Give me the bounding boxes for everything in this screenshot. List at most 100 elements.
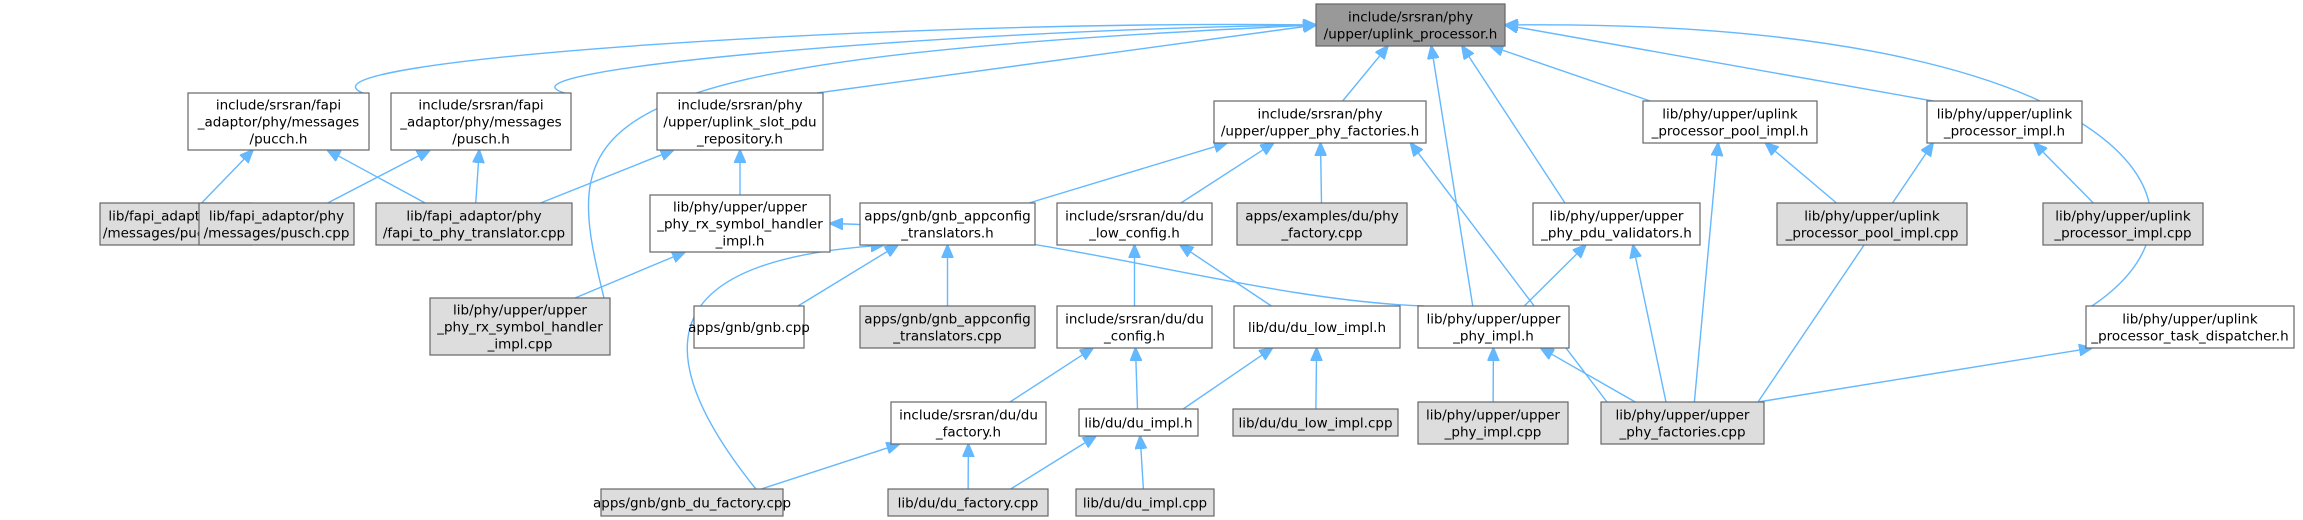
node-label-line: include/srsran/phy — [1348, 9, 1473, 25]
node-box[interactable] — [1926, 100, 2083, 144]
edge-upper_phy_factories_cpp-to-task_dispatcher_h — [1757, 350, 2079, 403]
edge-fapi_pusch_h-to-root — [554, 25, 1303, 94]
node-fapi_pusch_h[interactable]: include/srsran/fapi_adaptor/phy/messages… — [390, 92, 572, 151]
node-label-line: /upper/uplink_slot_pdu — [663, 114, 816, 130]
node-slot_pdu_repo_h[interactable]: include/srsran/phy/upper/uplink_slot_pdu… — [656, 92, 824, 151]
node-upper_phy_impl_cpp[interactable]: lib/phy/upper/upper_phy_impl.cpp — [1417, 401, 1569, 445]
node-du_impl_h[interactable]: lib/du/du_impl.h — [1078, 408, 1199, 437]
node-gnb_translators_cpp[interactable]: apps/gnb/gnb_appconfig_translators.cpp — [859, 305, 1036, 349]
node-label-line: lib/phy/upper/upper — [1616, 407, 1750, 423]
node-box[interactable] — [1642, 100, 1818, 144]
node-box[interactable] — [1232, 408, 1399, 437]
edge-upper_phy_factories_cpp-to-upper_phy_impl_h — [1552, 354, 1636, 403]
node-upper_phy_impl_h[interactable]: lib/phy/upper/upper_phy_impl.h — [1417, 305, 1570, 349]
node-label-line: _phy_factories.cpp — [1618, 424, 1745, 440]
node-fapi_pucch_h[interactable]: include/srsran/fapi_adaptor/phy/messages… — [187, 92, 370, 151]
node-box[interactable] — [1213, 100, 1427, 144]
node-root[interactable]: include/srsran/phy/upper/uplink_processo… — [1315, 3, 1506, 47]
edge-gnb_du_factory_cpp-to-du_factory_h — [760, 448, 887, 490]
edge-gnb_du_factory_cpp-to-gnb_translators_h — [686, 246, 870, 490]
node-label-line: /pucch.h — [250, 131, 308, 147]
node-label-line: _processor_pool_impl.h — [1651, 123, 1809, 139]
node-fapi_translator_cpp[interactable]: lib/fapi_adaptor/phy/fapi_to_phy_transla… — [375, 202, 573, 246]
node-label-line: _factory.cpp — [1280, 225, 1362, 241]
node-label-line: /messages/pusch.cpp — [204, 225, 350, 241]
node-box[interactable] — [1600, 401, 1765, 445]
node-box[interactable] — [649, 194, 831, 253]
node-rx_handler_h[interactable]: lib/phy/upper/upper_phy_rx_symbol_handle… — [649, 194, 831, 253]
node-gnb_translators_h[interactable]: apps/gnb/gnb_appconfig_translators.h — [859, 202, 1036, 246]
node-du_phy_factory_cpp[interactable]: apps/examples/du/phy_factory.cpp — [1236, 202, 1408, 246]
node-rx_handler_cpp[interactable]: lib/phy/upper/upper_phy_rx_symbol_handle… — [429, 297, 611, 356]
node-proc_impl_h[interactable]: lib/phy/upper/uplink_processor_impl.h — [1926, 100, 2083, 144]
edge-fapi_translator_cpp-to-fapi_pucch_h — [339, 156, 426, 204]
node-box[interactable] — [693, 305, 805, 349]
node-upper_phy_factories_cpp[interactable]: lib/phy/upper/upper_phy_factories.cpp — [1600, 401, 1765, 445]
node-box[interactable] — [600, 488, 784, 517]
node-box[interactable] — [198, 202, 355, 246]
node-box[interactable] — [1417, 305, 1570, 349]
node-box[interactable] — [1078, 408, 1199, 437]
node-box[interactable] — [1233, 305, 1401, 349]
edge-gnb_translators_h-to-upper_phy_factories_h — [1028, 147, 1214, 204]
node-box[interactable] — [390, 92, 572, 151]
node-box[interactable] — [375, 202, 573, 246]
edge-proc_impl_cpp-to-proc_impl_h — [2043, 152, 2094, 204]
edge-fapi_translator_cpp-to-fapi_pusch_h — [476, 163, 479, 204]
node-box[interactable] — [1056, 202, 1213, 246]
node-box[interactable] — [187, 92, 370, 151]
node-proc_impl_cpp[interactable]: lib/phy/upper/uplink_processor_impl.cpp — [2042, 202, 2204, 246]
node-box[interactable] — [1315, 3, 1506, 47]
node-pool_impl_h[interactable]: lib/phy/upper/uplink_processor_pool_impl… — [1642, 100, 1818, 144]
node-label-line: lib/phy/upper/upper — [453, 302, 587, 318]
node-label-line: lib/fapi_adaptor/phy — [209, 208, 344, 224]
node-du_factory_h[interactable]: include/srsran/du/du_factory.h — [890, 401, 1047, 445]
node-du_impl_cpp[interactable]: lib/du/du_impl.cpp — [1075, 488, 1215, 517]
node-box[interactable] — [1075, 488, 1215, 517]
node-label-line: _phy_impl.cpp — [1444, 424, 1542, 440]
node-label-line: _phy_rx_symbol_handler — [656, 216, 823, 232]
node-label-line: _processor_pool_impl.cpp — [1785, 225, 1959, 241]
node-box[interactable] — [890, 401, 1047, 445]
node-du_config_h[interactable]: include/srsran/du/du_config.h — [1056, 305, 1213, 349]
node-box[interactable] — [1417, 401, 1569, 445]
node-box[interactable] — [656, 92, 824, 151]
node-label-line: _phy_impl.h — [1452, 328, 1534, 344]
node-box[interactable] — [1236, 202, 1408, 246]
node-pool_impl_cpp[interactable]: lib/phy/upper/uplink_processor_pool_impl… — [1776, 202, 1968, 246]
node-du_low_impl_h[interactable]: lib/du/du_low_impl.h — [1233, 305, 1401, 349]
node-label-line: lib/phy/upper/upper — [1426, 407, 1560, 423]
node-du_low_config_h[interactable]: include/srsran/du/du_low_config.h — [1056, 202, 1213, 246]
node-label-line: lib/phy/upper/uplink — [2055, 208, 2191, 224]
node-label-line: lib/phy/upper/upper — [1550, 208, 1684, 224]
node-pusch_cpp[interactable]: lib/fapi_adaptor/phy/messages/pusch.cpp — [198, 202, 355, 246]
node-label-line: _processor_task_dispatcher.h — [2090, 328, 2288, 344]
node-du_low_impl_cpp[interactable]: lib/du/du_low_impl.cpp — [1232, 408, 1399, 437]
node-upper_phy_factories_h[interactable]: include/srsran/phy/upper/upper_phy_facto… — [1213, 100, 1427, 144]
node-box[interactable] — [859, 305, 1036, 349]
node-pdu_validators_h[interactable]: lib/phy/upper/upper_phy_pdu_validators.h — [1532, 202, 1701, 246]
edge-du_impl_h-to-du_config_h — [1136, 361, 1138, 410]
node-gnb_du_factory_cpp[interactable]: apps/gnb/gnb_du_factory.cpp — [593, 488, 791, 517]
node-label-line: lib/phy/upper/uplink — [1804, 208, 1940, 224]
node-label-line: /fapi_to_phy_translator.cpp — [383, 225, 565, 241]
node-label-line: lib/du/du_low_impl.cpp — [1238, 415, 1392, 431]
node-task_dispatcher_h[interactable]: lib/phy/upper/uplink_processor_task_disp… — [2085, 305, 2295, 349]
node-du_factory_cpp[interactable]: lib/du/du_factory.cpp — [887, 488, 1049, 517]
node-box[interactable] — [1532, 202, 1701, 246]
node-label-line: _factory.h — [935, 424, 1001, 440]
node-box[interactable] — [429, 297, 611, 356]
node-label-line: _processor_impl.cpp — [2053, 225, 2191, 241]
node-label-line: include/srsran/du/du — [899, 407, 1038, 423]
node-box[interactable] — [887, 488, 1049, 517]
node-box[interactable] — [859, 202, 1036, 246]
node-box[interactable] — [2085, 305, 2295, 349]
node-box[interactable] — [1776, 202, 1968, 246]
edge-du_impl_h-to-du_low_impl_h — [1182, 355, 1262, 410]
node-gnb_cpp[interactable]: apps/gnb/gnb.cpp — [688, 305, 810, 349]
node-label-line: apps/examples/du/phy — [1245, 208, 1398, 224]
node-label-line: lib/du/du_low_impl.h — [1248, 320, 1386, 336]
node-box[interactable] — [2042, 202, 2204, 246]
node-box[interactable] — [1056, 305, 1213, 349]
